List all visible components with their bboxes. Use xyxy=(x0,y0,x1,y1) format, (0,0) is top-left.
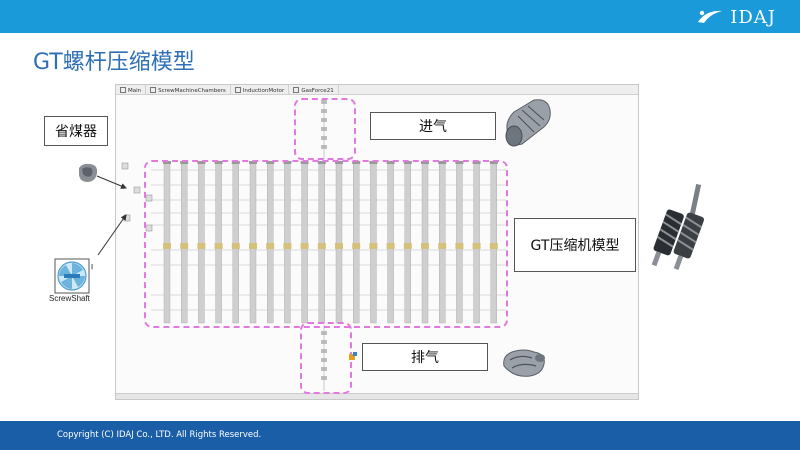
screw-shaft-label: ScrewShaft xyxy=(49,294,90,303)
chamber-cap xyxy=(300,161,309,164)
chamber-node xyxy=(403,243,412,249)
chamber-node xyxy=(455,243,464,249)
chamber-cap xyxy=(266,161,275,164)
chamber-cap xyxy=(214,161,223,164)
chamber-cap xyxy=(438,161,447,164)
chamber-cap xyxy=(489,161,498,164)
component-node xyxy=(121,162,129,170)
chamber-node xyxy=(421,243,429,249)
exhaust-port-icon xyxy=(349,352,357,360)
chamber-network-diagram xyxy=(121,100,506,391)
logo-text: IDAJ xyxy=(730,6,776,28)
chamber-cap xyxy=(472,161,481,164)
model-tab-bar: Main ScrewMachineChambers InductionMotor… xyxy=(116,85,638,95)
copyright-text: Copyright (C) IDAJ Co., LTD. All Rights … xyxy=(57,430,262,440)
screw-shaft-icon: ‖ xyxy=(54,258,94,294)
screw-rotor-3d-model xyxy=(651,184,704,271)
chamber-node xyxy=(369,243,378,249)
header-bar: IDAJ xyxy=(0,0,800,33)
idaj-logo: IDAJ xyxy=(696,5,776,29)
chamber-node xyxy=(214,243,223,249)
intake-3d-model xyxy=(505,99,551,147)
exhaust-3d-model xyxy=(503,349,545,377)
svg-text:‖: ‖ xyxy=(91,264,94,270)
compressor-highlight xyxy=(144,160,508,328)
chamber-node xyxy=(249,243,257,249)
chamber-node xyxy=(335,243,343,249)
chamber-cap xyxy=(369,161,378,164)
chamber-cap xyxy=(163,161,171,164)
chamber-cap xyxy=(197,161,206,164)
exhaust-callout: 排气 xyxy=(362,343,488,371)
chamber-node xyxy=(197,243,206,249)
chamber-node xyxy=(163,243,171,249)
chamber-cap xyxy=(249,161,257,164)
tab-gas-force[interactable]: GasForce21 xyxy=(289,85,339,94)
chamber-cap xyxy=(352,161,361,164)
chamber-cap xyxy=(335,161,343,164)
chamber-node xyxy=(352,243,361,249)
component-node xyxy=(133,186,141,194)
intake-highlight xyxy=(294,98,356,160)
chamber-cap xyxy=(421,161,429,164)
intake-callout: 进气 xyxy=(370,112,496,140)
chamber-node xyxy=(266,243,275,249)
chamber-cap xyxy=(317,161,326,164)
chamber-cap xyxy=(455,161,464,164)
chamber-node xyxy=(386,243,395,249)
chamber-cap xyxy=(283,161,292,164)
idaj-swoosh-icon xyxy=(698,10,723,23)
economizer-callout: 省煤器 xyxy=(44,116,108,146)
chamber-cap xyxy=(403,161,412,164)
chamber-node xyxy=(472,243,481,249)
chamber-cap xyxy=(386,161,395,164)
chamber-cap xyxy=(180,161,189,164)
horizontal-scrollbar[interactable] xyxy=(116,393,638,399)
chamber-node xyxy=(283,243,292,249)
chamber-cap xyxy=(231,161,240,164)
component-node xyxy=(145,194,153,202)
chamber-node xyxy=(489,243,498,249)
chamber-node xyxy=(180,243,189,249)
economizer-icon xyxy=(79,163,98,182)
component-node xyxy=(145,224,153,232)
chamber-node xyxy=(317,243,326,249)
footer-bar: Copyright (C) IDAJ Co., LTD. All Rights … xyxy=(0,421,800,450)
chamber-node xyxy=(231,243,240,249)
compressor-callout: GT压缩机模型 xyxy=(514,218,636,272)
chamber-node xyxy=(438,243,447,249)
page-title: GT螺杆压缩模型 xyxy=(33,50,195,75)
chamber-node xyxy=(300,243,309,249)
